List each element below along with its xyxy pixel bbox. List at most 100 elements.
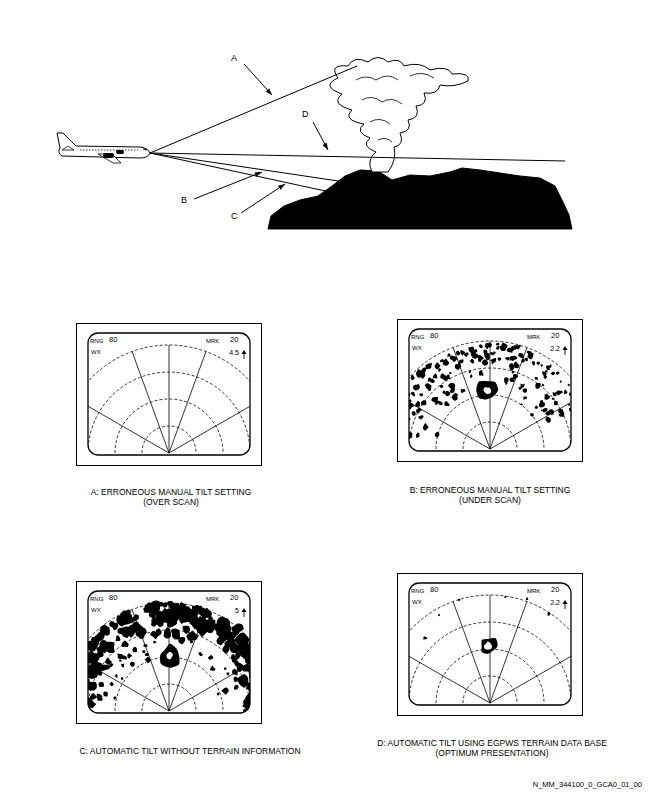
radar-scope bbox=[88, 601, 250, 713]
weather-return bbox=[438, 368, 441, 371]
weather-return bbox=[118, 628, 124, 634]
weather-return bbox=[456, 351, 461, 356]
figure-caption: A: ERRONEOUS MANUAL TILT SETTING (OVER S… bbox=[89, 488, 254, 508]
weather-return bbox=[443, 359, 449, 366]
weather-return bbox=[471, 347, 475, 350]
weather-return bbox=[450, 356, 458, 363]
weather-return bbox=[418, 415, 423, 419]
plume-detail bbox=[356, 73, 434, 142]
weather-return bbox=[457, 351, 460, 354]
radar-display: RNG80WXMRK205 bbox=[76, 581, 262, 724]
azimuth-line bbox=[169, 345, 170, 453]
aircraft-windows bbox=[80, 150, 138, 151]
tilt-arrowhead bbox=[242, 350, 247, 354]
weather-return bbox=[250, 666, 251, 677]
callout-letter: A bbox=[231, 53, 237, 63]
weather-return bbox=[451, 393, 457, 401]
weather-return bbox=[513, 374, 518, 379]
weather-return bbox=[226, 673, 229, 676]
storm-cell bbox=[476, 381, 498, 399]
weather-return bbox=[440, 385, 444, 388]
weather-return bbox=[145, 653, 149, 656]
weather-return bbox=[128, 630, 135, 637]
weather-return bbox=[560, 380, 562, 382]
weather-return bbox=[88, 641, 91, 646]
weather-return bbox=[449, 372, 452, 374]
weather-return bbox=[237, 676, 247, 684]
weather-return bbox=[109, 682, 113, 686]
radar-scope bbox=[88, 345, 250, 453]
radar-display: RNG80WXMRK204.5 bbox=[76, 323, 262, 466]
azimuth-line bbox=[490, 628, 571, 703]
weather-return bbox=[122, 641, 129, 647]
weather-return bbox=[243, 708, 249, 713]
weather-return bbox=[455, 364, 462, 370]
weather-return bbox=[411, 375, 415, 381]
weather-return bbox=[461, 389, 466, 393]
weather-return bbox=[437, 401, 441, 404]
figure-caption: D: AUTOMATIC TILT USING EGPWS TERRAIN DA… bbox=[375, 739, 609, 759]
weather-return bbox=[458, 599, 461, 601]
weather-return bbox=[234, 685, 239, 690]
weather-return bbox=[88, 697, 90, 705]
drawing-id: N_MM_344100_0_GCA0_01_00 bbox=[533, 781, 642, 790]
weather-return bbox=[203, 611, 209, 616]
weather-return bbox=[421, 400, 427, 405]
display-legend: RNG bbox=[411, 588, 424, 595]
weather-return bbox=[248, 689, 250, 699]
weather-return bbox=[143, 607, 148, 613]
weather-return bbox=[103, 665, 110, 671]
tilt-arrowhead bbox=[563, 346, 568, 350]
weather-return bbox=[438, 614, 440, 616]
display-legend: MRK bbox=[206, 596, 219, 603]
weather-return bbox=[109, 663, 113, 667]
display-value: 80 bbox=[430, 586, 438, 595]
aircraft-cockpit bbox=[143, 149, 147, 150]
weather-return bbox=[88, 662, 100, 671]
weather-return bbox=[121, 664, 124, 668]
tilt-value: 2.2 bbox=[550, 599, 560, 607]
weather-return bbox=[514, 362, 519, 368]
weather-return bbox=[416, 436, 419, 438]
weather-return bbox=[183, 626, 190, 634]
weather-return bbox=[470, 358, 475, 363]
weather-return bbox=[440, 359, 444, 362]
weather-return bbox=[415, 401, 420, 407]
weather-return bbox=[217, 692, 220, 695]
weather-return bbox=[117, 615, 127, 626]
weather-return bbox=[568, 384, 571, 386]
callout-letter: B bbox=[181, 195, 187, 205]
radar-beam bbox=[150, 153, 330, 192]
tilt-arrowhead bbox=[242, 608, 247, 612]
weather-return bbox=[447, 353, 450, 357]
leader-line bbox=[194, 172, 262, 199]
range-ring bbox=[88, 345, 250, 453]
weather-return bbox=[179, 617, 184, 624]
tilt-value: 5 bbox=[235, 607, 239, 615]
weather-return bbox=[171, 629, 180, 640]
weather-return bbox=[552, 398, 555, 400]
display-legend: WX bbox=[91, 607, 101, 614]
weather-return bbox=[235, 652, 241, 660]
storm-cell-core bbox=[484, 641, 492, 649]
weather-return bbox=[523, 396, 527, 399]
weather-return bbox=[518, 353, 524, 358]
weather-return bbox=[530, 413, 534, 417]
weather-return bbox=[510, 346, 516, 351]
weather-return bbox=[409, 416, 410, 420]
weather-return bbox=[440, 373, 445, 378]
display-legend: MRK bbox=[527, 334, 540, 341]
weather-return bbox=[199, 616, 206, 622]
weather-return bbox=[116, 635, 121, 641]
weather-return bbox=[569, 392, 571, 396]
display-value: 20 bbox=[551, 332, 559, 341]
azimuth-line bbox=[409, 628, 490, 703]
display-legend: RNG bbox=[90, 596, 103, 603]
weather-return bbox=[150, 631, 159, 639]
weather-return bbox=[469, 370, 471, 373]
aircraft-engine bbox=[103, 153, 114, 158]
weather-return bbox=[238, 635, 249, 644]
weather-return bbox=[554, 401, 558, 405]
radar-beam bbox=[150, 153, 565, 161]
